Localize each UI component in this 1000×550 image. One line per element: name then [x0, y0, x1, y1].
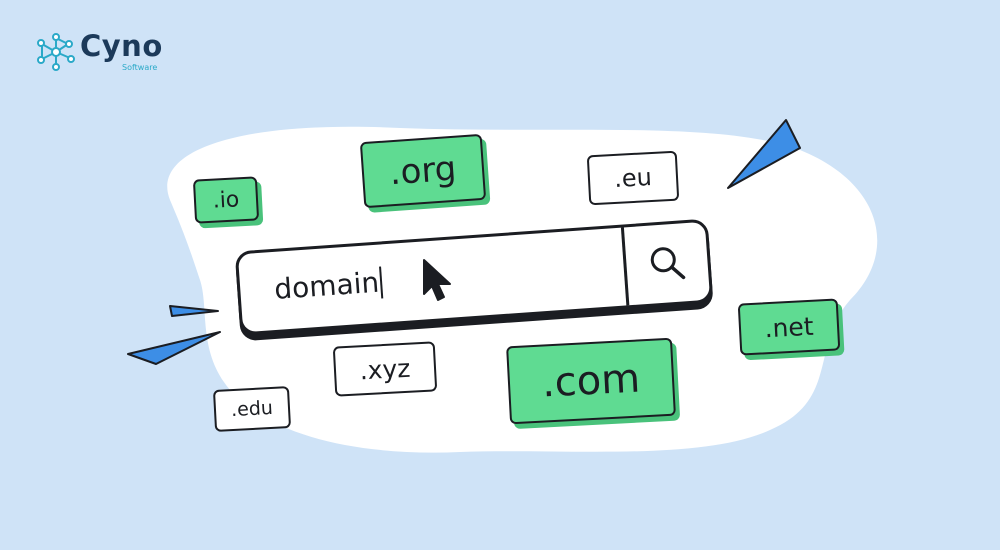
tld-tag-net[interactable]: .net [737, 298, 841, 356]
tld-tag-label: .xyz [358, 353, 412, 385]
triangle-accent-icon [727, 119, 801, 189]
tld-tag-io[interactable]: .io [192, 176, 260, 224]
tld-tag-com[interactable]: .com [506, 337, 676, 425]
tld-tag-label: .io [212, 186, 240, 214]
domain-search-bar: domain [234, 218, 714, 336]
search-input-value: domain [273, 265, 381, 306]
search-icon [650, 247, 685, 280]
logo-name: Cyno [80, 29, 163, 63]
triangle-accent-icon [169, 305, 219, 317]
logo-tagline: Software [122, 63, 158, 72]
triangle-accent-icon [127, 331, 221, 365]
tld-tag-label: .com [540, 355, 642, 407]
tld-tag-org[interactable]: .org [359, 133, 487, 209]
tld-tag-label: .net [763, 311, 815, 343]
molecule-icon [37, 33, 75, 71]
search-button[interactable] [621, 219, 714, 309]
tld-tag-edu[interactable]: .edu [212, 386, 292, 432]
tld-tag-label: .edu [230, 396, 274, 422]
brand-logo[interactable]: Cyno Software [34, 28, 174, 80]
tld-tag-label: .org [388, 148, 458, 194]
pointer-cursor-icon [423, 259, 451, 301]
tld-tag-label: .eu [613, 163, 653, 193]
tld-tag-eu[interactable]: .eu [586, 150, 680, 206]
tld-tag-xyz[interactable]: .xyz [332, 341, 438, 397]
